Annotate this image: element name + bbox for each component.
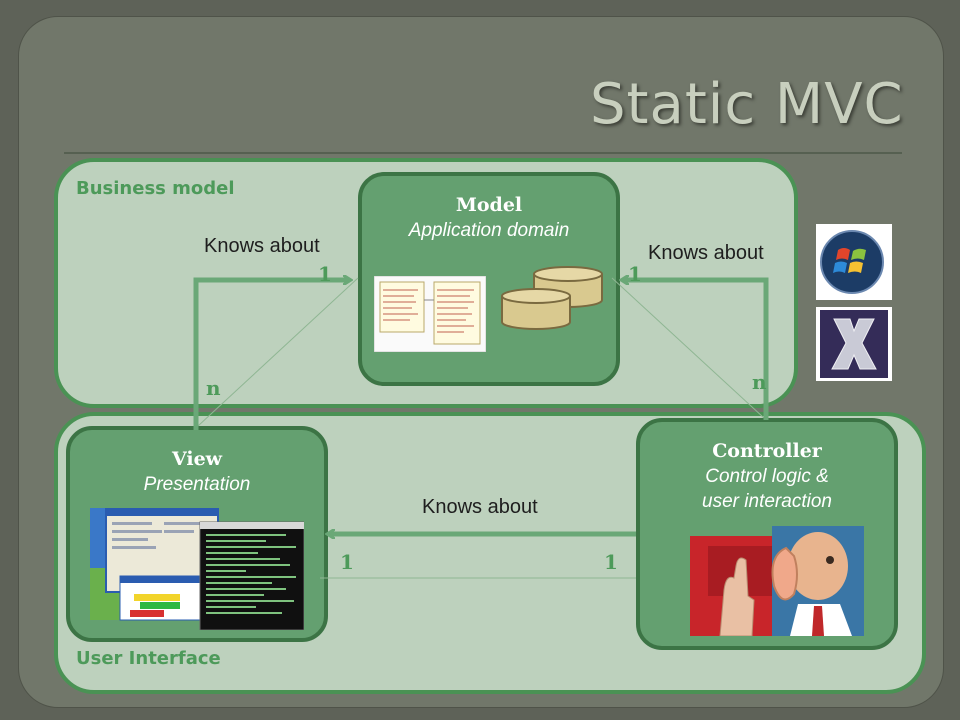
model-title: Model xyxy=(455,194,523,216)
controller-model-label: Knows about xyxy=(648,242,764,264)
mac-os-x-logo-icon xyxy=(816,307,892,381)
user-interface-label: User Interface xyxy=(76,648,221,669)
view-model-mult-far: n xyxy=(206,376,221,400)
view-title: View xyxy=(171,448,223,470)
controller-subtitle-line1: Control logic & xyxy=(705,466,829,487)
controller-title: Controller xyxy=(712,440,822,462)
database-icon xyxy=(501,266,603,330)
controller-view-mult-left: 1 xyxy=(340,550,354,574)
view-model-mult-near: 1 xyxy=(318,262,332,286)
desktop-screenshots-image xyxy=(90,508,304,630)
controller-model-mult-near: 1 xyxy=(628,262,642,286)
slide-title: Static MVC xyxy=(590,72,904,137)
view-to-model-arrow xyxy=(193,280,350,430)
view-model-label: Knows about xyxy=(204,235,320,257)
uml-diagram-image xyxy=(374,276,486,352)
touch-and-listen-photo xyxy=(690,526,864,636)
controller-to-model-arrow xyxy=(622,280,769,420)
business-model-label: Business model xyxy=(76,178,235,199)
controller-subtitle-line2: user interaction xyxy=(702,491,832,512)
windows-logo-icon xyxy=(816,224,892,300)
controller-view-mult-right: 1 xyxy=(604,550,618,574)
title-divider xyxy=(64,152,902,154)
controller-model-mult-far: n xyxy=(752,370,767,394)
model-subtitle: Application domain xyxy=(408,220,570,241)
controller-model-diagonal xyxy=(611,277,765,419)
controller-view-label: Knows about xyxy=(422,496,538,518)
view-model-diagonal xyxy=(197,277,359,427)
view-subtitle: Presentation xyxy=(143,474,251,495)
